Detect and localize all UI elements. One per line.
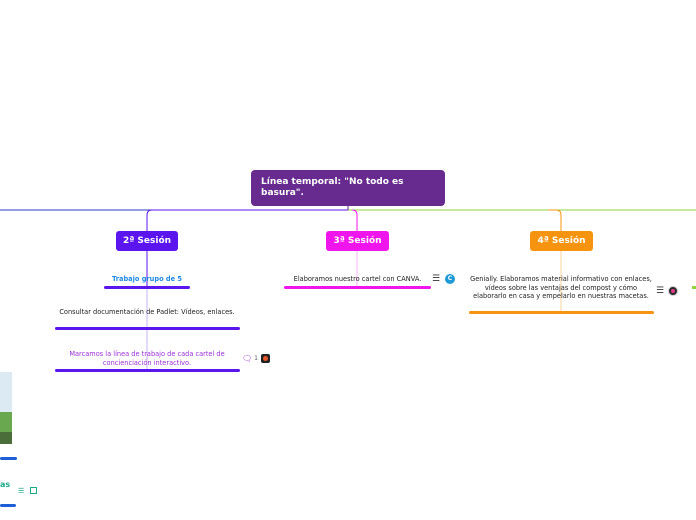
left-partial-label[interactable]: as: [0, 480, 11, 490]
s2-item-poster-line-text: Marcamos la línea de trabajo de cada car…: [69, 350, 225, 367]
branch-session-2: [146, 209, 348, 232]
attachment-icon[interactable]: [261, 354, 270, 363]
genially-link-icon[interactable]: [668, 286, 678, 296]
branch-session-4: [548, 209, 562, 232]
left-bar-1: [0, 457, 17, 460]
session-2-label: 2ª Sesión: [122, 236, 172, 246]
left-partial-text: as: [0, 480, 11, 489]
left-notes-icon[interactable]: ☰: [18, 487, 25, 495]
s2-item-poster-line-underline: [55, 369, 240, 372]
branch-session-3: [351, 209, 358, 232]
canva-link-glyph: C: [447, 275, 453, 282]
s4-item-genially-underline: [469, 311, 654, 314]
s2-item-group-work-text: Trabajo grupo de 5: [111, 275, 183, 283]
s3-item-canva-text: Elaboramos nuestro cartel con CANVA.: [293, 275, 422, 283]
canva-link-icon[interactable]: C: [445, 274, 455, 284]
session-node-4[interactable]: 4ª Sesión: [530, 231, 593, 251]
session-node-3[interactable]: 3ª Sesión: [326, 231, 389, 251]
s2-item-group-work[interactable]: Trabajo grupo de 5: [104, 275, 190, 284]
session-4-label: 4ª Sesión: [537, 236, 586, 246]
attachment-glyph: [263, 356, 268, 361]
s2-item-padlet-text: Consultar documentación de Padlet: Vídeo…: [59, 308, 235, 316]
left-image-shadow: [0, 432, 12, 444]
left-image-sky: [0, 372, 12, 412]
genially-link-glyph: [671, 289, 675, 293]
right-green-marker: [692, 286, 696, 289]
left-bar-2: [0, 504, 16, 507]
root-title: Línea temporal: "No todo es basura".: [261, 177, 404, 198]
comment-glyph: 🗨: [242, 354, 253, 363]
s4-item-genially-text: Genially. Elaboramos material informativ…: [470, 275, 652, 301]
root-node[interactable]: Línea temporal: "No todo es basura".: [251, 170, 445, 206]
left-link-icon[interactable]: [30, 487, 37, 494]
s2-item-poster-line[interactable]: Marcamos la línea de trabajo de cada car…: [55, 350, 239, 367]
s3-item-canva-underline: [284, 286, 431, 289]
comment-icon[interactable]: 🗨 1: [242, 354, 258, 363]
session-node-2[interactable]: 2ª Sesión: [116, 231, 178, 251]
s2-item-group-work-underline: [104, 286, 190, 289]
s2-item-padlet-underline: [55, 327, 240, 330]
notes-icon-s4[interactable]: ☰: [656, 286, 665, 296]
session-3-label: 3ª Sesión: [333, 236, 382, 246]
comment-count: 1: [254, 355, 258, 362]
s3-item-canva[interactable]: Elaboramos nuestro cartel con CANVA.: [284, 275, 431, 284]
s2-item-padlet[interactable]: Consultar documentación de Padlet: Vídeo…: [55, 308, 239, 317]
left-image-ground: [0, 412, 12, 432]
s4-item-genially[interactable]: Genially. Elaboramos material informativ…: [469, 275, 653, 301]
notes-icon[interactable]: ☰: [432, 274, 441, 284]
